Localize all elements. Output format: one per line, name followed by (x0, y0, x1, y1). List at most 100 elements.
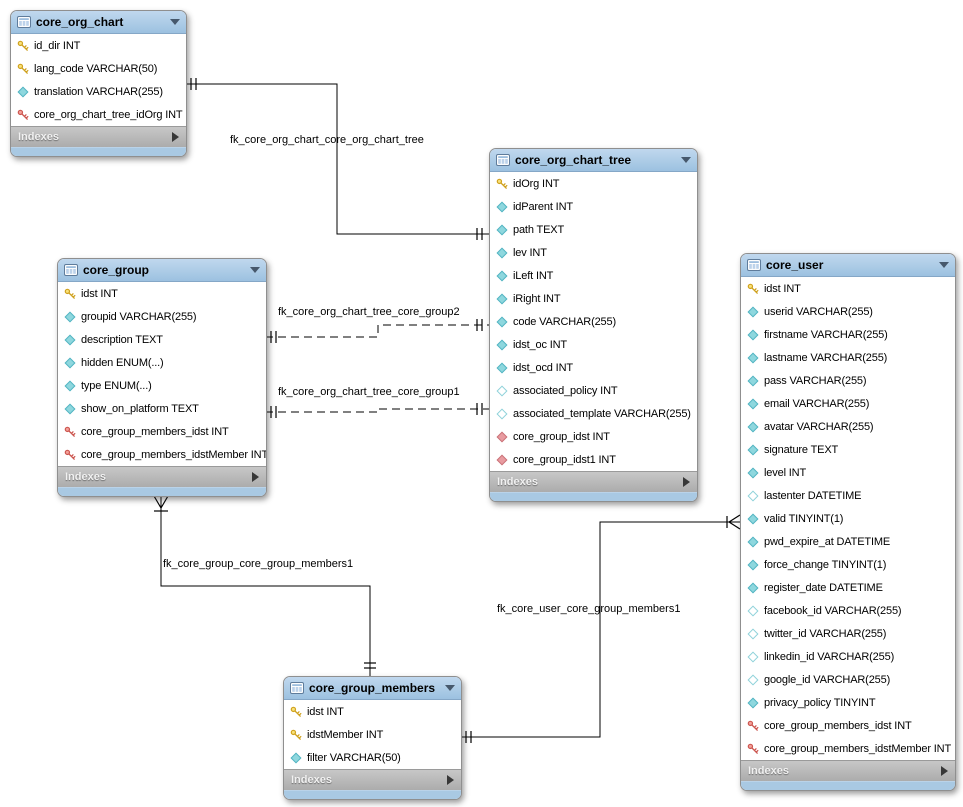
triangle-right-icon[interactable] (683, 477, 690, 487)
column-row[interactable]: show_on_platform TEXT (58, 397, 266, 420)
column-row[interactable]: google_id VARCHAR(255) (741, 668, 955, 691)
column-icon (747, 305, 759, 318)
indexes-footer[interactable]: Indexes (284, 769, 461, 790)
table-header[interactable]: core_group (58, 259, 266, 282)
column-row[interactable]: lev INT (490, 241, 697, 264)
column-row[interactable]: idParent INT (490, 195, 697, 218)
table-header[interactable]: core_user (741, 254, 955, 277)
column-row[interactable]: avatar VARCHAR(255) (741, 415, 955, 438)
triangle-right-icon[interactable] (172, 132, 179, 142)
column-row[interactable]: core_group_members_idstMember INT (58, 443, 266, 466)
column-icon (496, 292, 508, 305)
column-row[interactable]: idst INT (284, 700, 461, 723)
relationship-line-fk_core_org_chart_tree_core_group2[interactable] (265, 324, 489, 338)
relationship-line-fk_core_org_chart_tree_core_group1[interactable] (265, 408, 489, 413)
column-row[interactable]: lastenter DATETIME (741, 484, 955, 507)
triangle-right-icon[interactable] (941, 766, 948, 776)
chevron-down-icon[interactable] (250, 267, 260, 273)
column-row[interactable]: twitter_id VARCHAR(255) (741, 622, 955, 645)
column-row[interactable]: translation VARCHAR(255) (11, 80, 186, 103)
column-row[interactable]: firstname VARCHAR(255) (741, 323, 955, 346)
column-row[interactable]: core_group_members_idstMember INT (741, 737, 955, 760)
column-row[interactable]: userid VARCHAR(255) (741, 300, 955, 323)
table-header[interactable]: core_org_chart (11, 11, 186, 34)
column-label: register_date DATETIME (764, 581, 883, 594)
column-row[interactable]: core_group_idst1 INT (490, 448, 697, 471)
column-row[interactable]: facebook_id VARCHAR(255) (741, 599, 955, 622)
table-icon (17, 16, 31, 28)
column-row[interactable]: level INT (741, 461, 955, 484)
chevron-down-icon[interactable] (445, 685, 455, 691)
chevron-down-icon[interactable] (939, 262, 949, 268)
relationship-line-fk_core_org_chart_core_org_chart_tree[interactable] (185, 83, 489, 235)
indexes-footer[interactable]: Indexes (58, 466, 266, 487)
column-row[interactable]: code VARCHAR(255) (490, 310, 697, 333)
column-row[interactable]: idst_oc INT (490, 333, 697, 356)
column-row[interactable]: privacy_policy TINYINT (741, 691, 955, 714)
table-header[interactable]: core_org_chart_tree (490, 149, 697, 172)
column-row[interactable]: pwd_expire_at DATETIME (741, 530, 955, 553)
chevron-down-icon[interactable] (170, 19, 180, 25)
indexes-footer[interactable]: Indexes (741, 760, 955, 781)
column-row[interactable]: idst INT (741, 277, 955, 300)
nullable-column-icon (747, 650, 759, 663)
relationship-label[interactable]: fk_core_org_chart_core_org_chart_tree (230, 134, 424, 146)
table-title: core_org_chart (36, 15, 124, 29)
column-row[interactable]: iLeft INT (490, 264, 697, 287)
triangle-right-icon[interactable] (447, 775, 454, 785)
relationship-label[interactable]: fk_core_org_chart_tree_core_group2 (278, 306, 460, 318)
column-row[interactable]: path TEXT (490, 218, 697, 241)
column-row[interactable]: signature TEXT (741, 438, 955, 461)
column-icon (64, 310, 76, 323)
column-row[interactable]: register_date DATETIME (741, 576, 955, 599)
triangle-right-icon[interactable] (252, 472, 259, 482)
column-label: iLeft INT (513, 269, 554, 282)
column-row[interactable]: description TEXT (58, 328, 266, 351)
column-row[interactable]: filter VARCHAR(50) (284, 746, 461, 769)
column-row[interactable]: type ENUM(...) (58, 374, 266, 397)
relationship-line-fk_core_user_core_group_members1[interactable] (460, 521, 740, 738)
column-row[interactable]: lang_code VARCHAR(50) (11, 57, 186, 80)
column-row[interactable]: idst_ocd INT (490, 356, 697, 379)
column-row[interactable]: iRight INT (490, 287, 697, 310)
column-row[interactable]: associated_template VARCHAR(255) (490, 402, 697, 425)
indexes-footer[interactable]: Indexes (11, 126, 186, 147)
column-row[interactable]: lastname VARCHAR(255) (741, 346, 955, 369)
column-label: lastname VARCHAR(255) (764, 351, 888, 364)
relationship-label[interactable]: fk_core_org_chart_tree_core_group1 (278, 386, 460, 398)
column-row[interactable]: idstMember INT (284, 723, 461, 746)
indexes-footer[interactable]: Indexes (490, 471, 697, 492)
column-row[interactable]: core_group_idst INT (490, 425, 697, 448)
foreign-key-icon (17, 109, 29, 121)
column-row[interactable]: idst INT (58, 282, 266, 305)
column-row[interactable]: core_org_chart_tree_idOrg INT (11, 103, 186, 126)
cardinality-mark (728, 514, 741, 523)
column-row[interactable]: force_change TINYINT(1) (741, 553, 955, 576)
column-row[interactable]: hidden ENUM(...) (58, 351, 266, 374)
relationship-line-fk_core_group_core_group_members1[interactable] (160, 495, 371, 676)
table-header[interactable]: core_group_members (284, 677, 461, 700)
relationship-label[interactable]: fk_core_user_core_group_members1 (497, 603, 681, 615)
relationship-label[interactable]: fk_core_group_core_group_members1 (163, 558, 354, 570)
nullable-column-icon (747, 627, 759, 640)
column-row[interactable]: associated_policy INT (490, 379, 697, 402)
column-row[interactable]: id_dir INT (11, 34, 186, 57)
column-row[interactable]: core_group_members_idst INT (741, 714, 955, 737)
column-icon (747, 581, 759, 594)
column-row[interactable]: valid TINYINT(1) (741, 507, 955, 530)
column-row[interactable]: email VARCHAR(255) (741, 392, 955, 415)
column-row[interactable]: linkedin_id VARCHAR(255) (741, 645, 955, 668)
chevron-down-icon[interactable] (681, 157, 691, 163)
column-row[interactable]: pass VARCHAR(255) (741, 369, 955, 392)
column-row[interactable]: groupid VARCHAR(255) (58, 305, 266, 328)
column-row[interactable]: idOrg INT (490, 172, 697, 195)
column-row[interactable]: core_group_members_idst INT (58, 420, 266, 443)
